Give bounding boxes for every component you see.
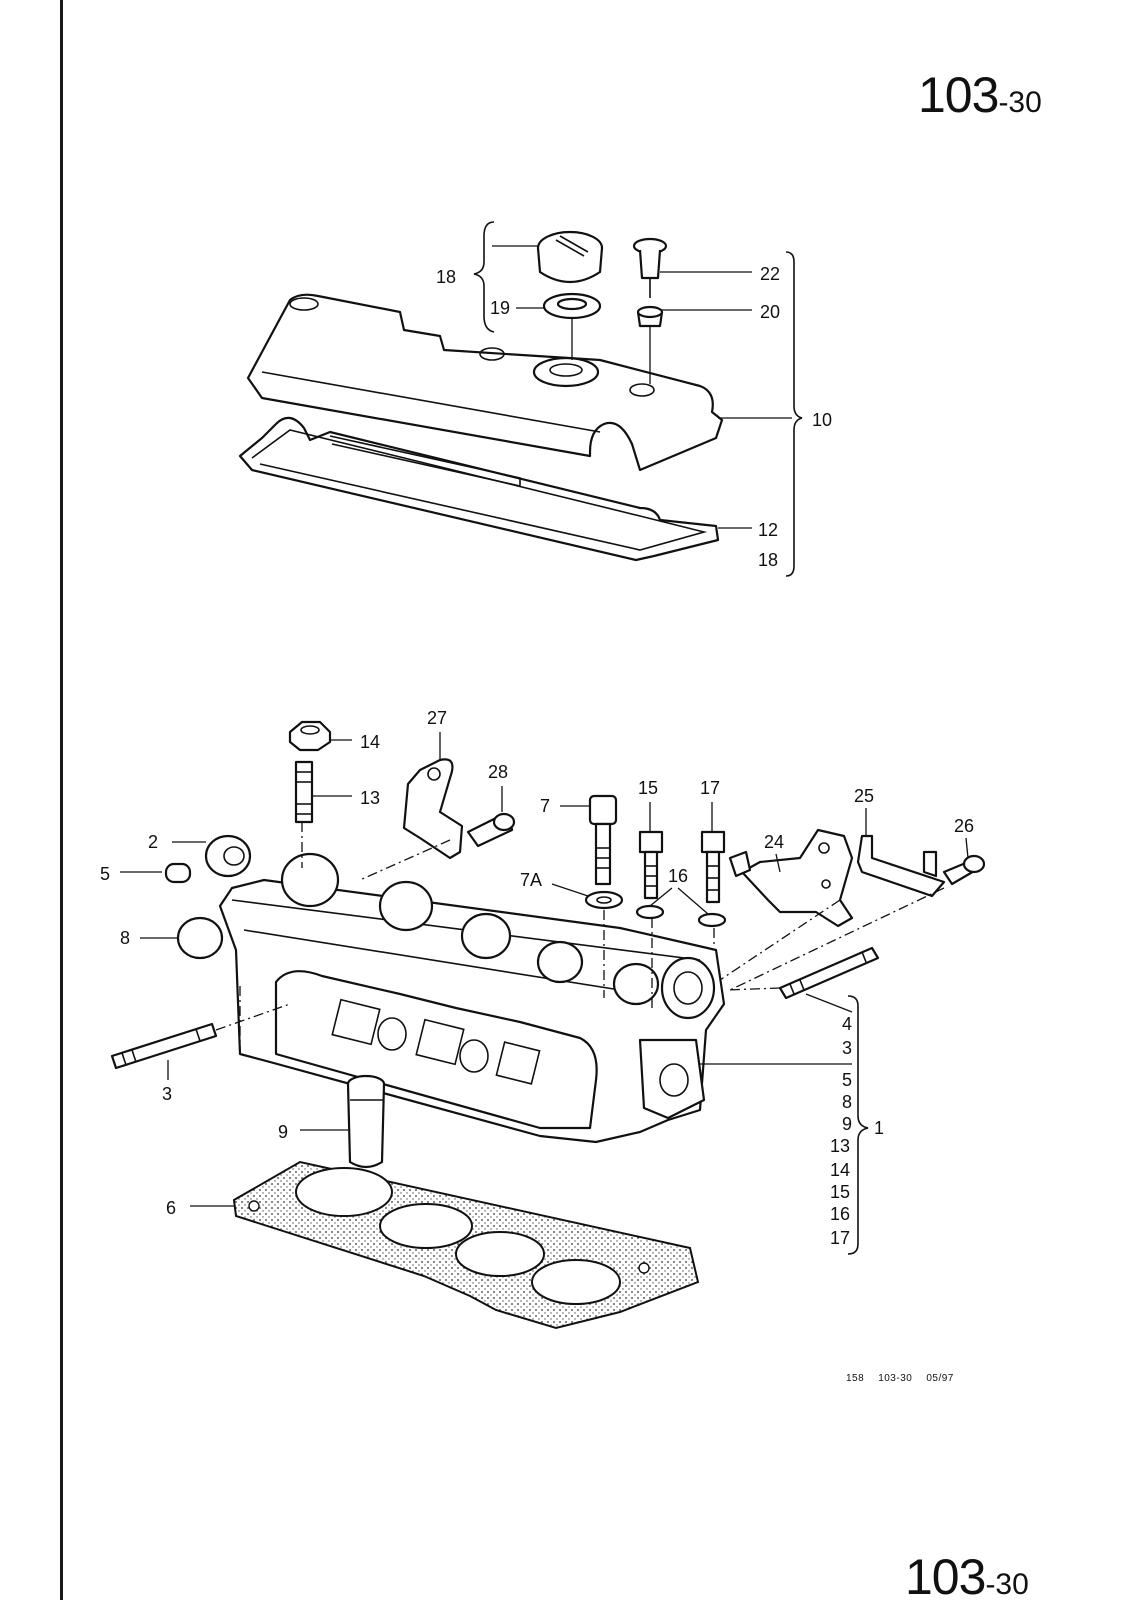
callout-5: 5 — [100, 864, 110, 884]
assembly-list-item: 9 — [842, 1114, 852, 1134]
page-number-top: 103-30 — [918, 67, 1042, 123]
hydraulic-lifter — [346, 1074, 386, 1169]
callout-20: 20 — [760, 302, 780, 322]
head-bolt-washer — [584, 890, 624, 910]
valve-cover-gasket — [238, 416, 720, 562]
camshaft-bearing-cap — [204, 834, 252, 878]
long-stud-left — [110, 1022, 218, 1070]
dowel-sleeve — [164, 862, 192, 884]
assembly-list-item: 14 — [830, 1160, 850, 1180]
filler-cap-seal — [542, 292, 602, 320]
callout-7a: 7A — [520, 870, 542, 890]
breather-grommet — [636, 305, 664, 328]
callout-17: 17 — [700, 778, 720, 798]
callout-24: 24 — [764, 832, 784, 852]
callout-12: 12 — [758, 520, 778, 540]
callout-3-left: 3 — [162, 1084, 172, 1104]
assembly-list-item: 5 — [842, 1070, 852, 1090]
assembly-list-item: 16 — [830, 1204, 850, 1224]
callout-16: 16 — [668, 866, 688, 886]
hex-nut — [288, 720, 332, 752]
assembly-list-item: 8 — [842, 1092, 852, 1112]
margin-rule — [60, 0, 63, 1600]
assembly-list-item: 13 — [830, 1136, 850, 1156]
callout-27: 27 — [427, 708, 447, 728]
mounting-bracket — [402, 758, 464, 860]
assembly-list-item: 15 — [830, 1182, 850, 1202]
callout-2: 2 — [148, 832, 158, 852]
callout-25: 25 — [854, 786, 874, 806]
bracket-bolt — [466, 812, 516, 848]
callout-8: 8 — [120, 928, 130, 948]
breather-valve — [632, 237, 668, 298]
callout-6: 6 — [166, 1198, 176, 1218]
bolt-15 — [638, 830, 664, 900]
head-bolt — [588, 794, 618, 886]
callout-1: 1 — [874, 1118, 884, 1138]
callout-19: 19 — [490, 298, 510, 318]
stud-short — [294, 760, 314, 824]
callout-15: 15 — [638, 778, 658, 798]
oil-filler-cap — [536, 230, 604, 283]
assembly-list-item: 4 — [842, 1014, 852, 1034]
callout-18-top: 18 — [436, 267, 456, 287]
callout-10: 10 — [812, 410, 832, 430]
page-number-bottom: 103-30 — [905, 1549, 1029, 1605]
callout-22: 22 — [760, 264, 780, 284]
callout-26: 26 — [954, 816, 974, 836]
support-plate — [728, 828, 854, 928]
callout-18-bottom: 18 — [758, 550, 778, 570]
callout-9: 9 — [278, 1122, 288, 1142]
long-stud-right — [778, 946, 880, 1000]
valve-cover — [246, 293, 724, 472]
washers-16 — [635, 904, 727, 928]
head-gasket — [232, 1160, 700, 1330]
assembly-list-item: 17 — [830, 1228, 850, 1248]
assembly-list-item: 3 — [842, 1038, 852, 1058]
clip-bolt — [942, 854, 986, 886]
bolt-17 — [700, 830, 726, 904]
callout-28: 28 — [488, 762, 508, 782]
wire-clip-bracket — [856, 834, 946, 898]
callout-7: 7 — [540, 796, 550, 816]
cylinder-head — [218, 852, 726, 1144]
callout-14: 14 — [360, 732, 380, 752]
sealing-plug — [176, 916, 224, 960]
callout-13: 13 — [360, 788, 380, 808]
